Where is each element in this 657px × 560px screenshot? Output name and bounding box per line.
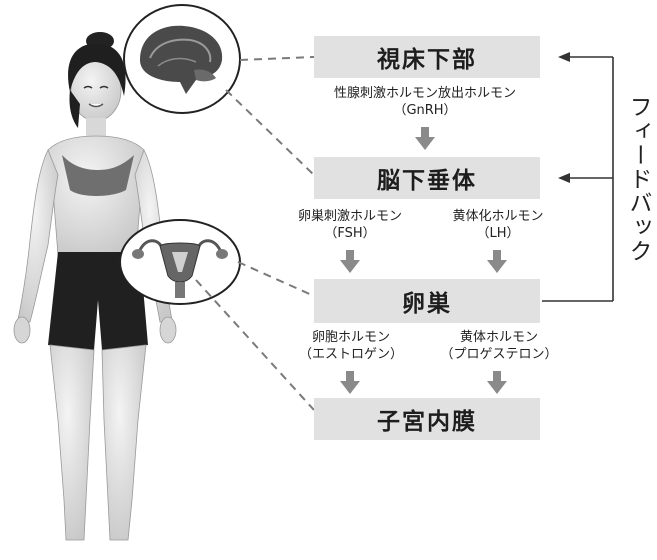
brain-inset xyxy=(123,4,241,114)
endometrium-box: 子宮内膜 xyxy=(314,398,540,440)
arrow-estrogen xyxy=(340,371,360,394)
gnrh-abbr: （GnRH） xyxy=(393,103,457,118)
gnrh-name: 性腺刺激ホルモン放出ホルモン xyxy=(333,86,516,101)
ovary-box: 卵巣 xyxy=(314,279,540,323)
pituitary-box: 脳下垂体 xyxy=(314,157,540,199)
estrogen-name: 卵胞ホルモン xyxy=(311,330,390,345)
lh-abbr: （LH） xyxy=(476,226,520,241)
lh-label: 黄体化ホルモン （LH） xyxy=(432,208,564,242)
lh-name: 黄体化ホルモン xyxy=(452,209,544,224)
fsh-name: 卵巣刺激ホルモン xyxy=(297,209,402,224)
uterus-inset xyxy=(119,219,241,305)
flow-arrows xyxy=(340,127,507,394)
arrow-progesterone xyxy=(487,371,507,394)
feedback-label: フィードバック xyxy=(625,95,651,263)
hypothalamus-box: 視床下部 xyxy=(314,36,540,78)
arrow-hypothalamus-to-pituitary xyxy=(415,127,435,150)
estrogen-abbr: （エストロゲン） xyxy=(298,347,403,362)
estrogen-label: 卵胞ホルモン （エストロゲン） xyxy=(288,329,414,363)
feedback-loop xyxy=(542,56,614,302)
gnrh-label: 性腺刺激ホルモン放出ホルモン （GnRH） xyxy=(300,85,550,119)
fsh-label: 卵巣刺激ホルモン （FSH） xyxy=(272,208,428,242)
progesterone-label: 黄体ホルモン （プロゲステロン） xyxy=(426,329,572,363)
progesterone-abbr: （プロゲステロン） xyxy=(440,347,558,362)
arrow-lh xyxy=(487,250,507,273)
dashed-connectors xyxy=(195,56,315,411)
feedback-arrowheads xyxy=(558,52,570,183)
progesterone-name: 黄体ホルモン xyxy=(459,330,538,345)
fsh-abbr: （FSH） xyxy=(324,226,376,241)
arrow-fsh xyxy=(340,250,360,273)
